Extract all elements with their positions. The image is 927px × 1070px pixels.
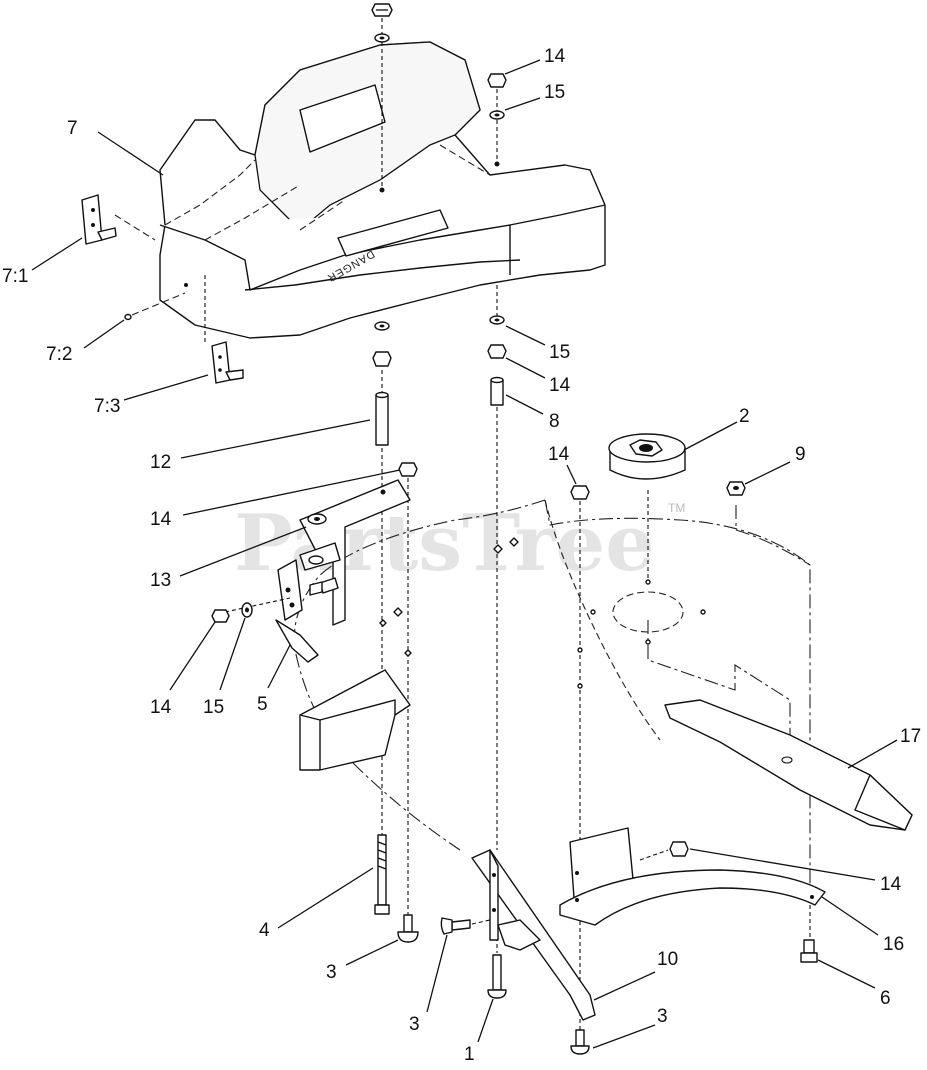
washer-15-left [241,602,253,618]
callout-1: 1 [464,1044,475,1065]
bolt-6 [800,905,818,963]
callout-14: 14 [150,697,172,718]
callout-14: 14 [150,509,172,530]
callout-labels: 14 15 7 7:1 7:2 7:3 15 14 8 2 14 9 12 14… [2,46,921,1065]
callout-14: 14 [548,444,570,465]
screw-7-2 [124,292,186,321]
callout-10: 10 [657,949,678,970]
callout-14: 14 [549,375,571,396]
nut-14-left [211,609,230,623]
watermark-trademark: TM [668,501,685,515]
blade-17 [664,699,913,831]
deck-outline [293,490,811,900]
callout-12: 12 [150,452,171,473]
right-hardware-stack [487,73,507,999]
callout-7-3: 7:3 [94,396,120,417]
callout-9: 9 [795,444,806,465]
callout-16: 16 [883,934,904,955]
deflector-cover: DANGER [159,41,606,345]
bracket-7-3 [211,341,244,384]
latch-5 [224,559,339,663]
bracket-10 [471,849,596,1021]
channel-bracket [299,669,411,771]
callout-3: 3 [657,1006,668,1027]
danger-decal [337,209,449,257]
nut-9 [726,481,746,496]
callout-13: 13 [150,570,171,591]
left-hardware-stack [371,3,393,915]
leader-lines [31,59,898,1049]
watermark: PartsTree [234,498,655,589]
callout-4: 4 [259,920,270,941]
callout-15: 15 [544,82,565,103]
inner-hardware-stack [397,462,419,943]
callout-3: 3 [409,1014,420,1035]
callout-6: 6 [880,988,891,1009]
bolt-3-middle [440,917,491,935]
callout-14: 14 [880,874,902,895]
callout-14: 14 [544,46,566,67]
callout-7: 7 [67,118,78,139]
baffle-16 [559,827,826,926]
spindle-pulley [608,433,686,480]
center-hardware-stack [570,485,590,1055]
callout-15: 15 [549,342,570,363]
callout-2: 2 [739,406,750,427]
callout-7-1: 7:1 [2,266,28,287]
bracket-7-1 [81,194,156,245]
callout-17: 17 [900,726,921,747]
callout-8: 8 [549,411,560,432]
callout-3: 3 [326,962,337,983]
callout-5: 5 [257,694,268,715]
nut-14-right [639,841,689,861]
callout-15: 15 [203,697,224,718]
bracket-13 [299,479,411,626]
callout-7-2: 7:2 [46,344,72,365]
